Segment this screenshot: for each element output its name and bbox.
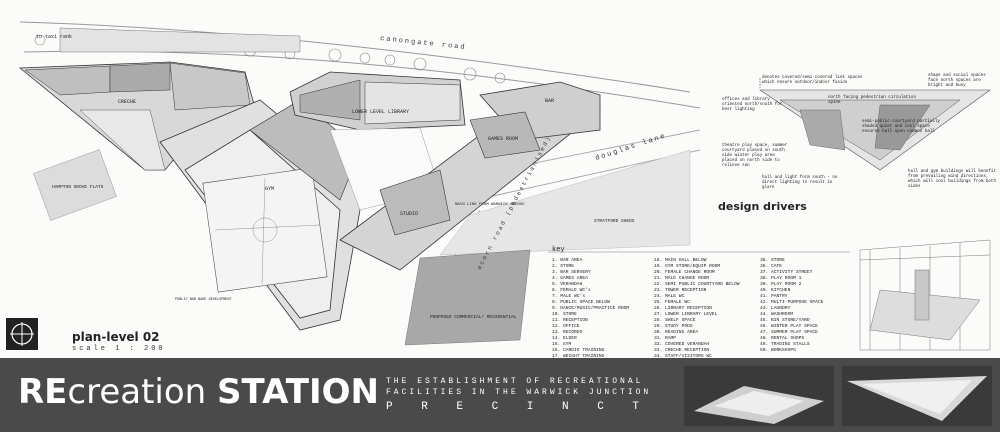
gym-label: GYM [265,186,274,192]
driver-note-1: denotes covered/semi-covered link spaces… [762,76,863,85]
key-item: 10. STORE [552,312,577,317]
key-item: 29. STUDY PODS [654,324,693,329]
key-item: 49. TRADING STALLS [760,342,810,347]
perspective-sketch [859,239,991,351]
title-station: STATION [217,372,379,412]
subtitle-line-2: FACILITIES IN THE WARWICK JUNCTION [386,388,652,397]
key-item: 1. BAR AREA [552,258,583,263]
aerial-render-2 [842,366,992,426]
studio-label: STUDIO [400,211,418,217]
key-item: 47. SUMMER PLAY SPACE [760,330,818,335]
key-item: 45. BIN STORE/YARD [760,318,810,323]
key-item: 15. GYM [552,342,572,347]
canongate-road-label: canongate road [380,35,467,52]
bar-label: BAR [545,98,554,104]
project-subtitle: THE ESTABLISHMENT OF RECREATIONAL FACILI… [386,376,651,413]
public-bar-label: PUBLIC BAR BASE DEVELOPMENT [175,298,232,302]
key-item: 40. KITCHEN [760,288,791,293]
key-item: 34. STAFF/VISITORS WC [654,354,712,359]
project-title: REcreation STATION [18,372,379,412]
key-item: 35. STORE [760,258,785,263]
key-item: 20. FEMALE CHANGE ROOM [654,270,715,275]
key-item: 42. MULTI-PURPOSE SPACE [760,300,824,305]
tree-row [34,31,526,104]
key-item: 2. STORE [552,264,575,269]
key-item: 46. WINTER PLAY SPACE [760,324,818,329]
key-item: 22. SEMI PUBLIC COURTYARD BELOW [654,282,740,287]
aerial-render-1 [684,366,834,426]
douglas-lane-label: douglas lane [594,132,667,163]
key-item: 6. FEMALE WC's [552,288,591,293]
driver-note-7: hall and gym buildings will benefit from… [908,170,996,189]
hampton-grove-label: HAMPTON GROVE FLATS [52,184,104,190]
plan-scale: scale 1 : 200 [72,345,166,353]
key-item: 16. CARDIO TRAINING [552,348,605,353]
driver-note-3: theatre play space, summer courtyard pla… [722,144,788,168]
key-item: 32. COVERED VERANDAH [654,342,710,347]
key-item: 3. BAR SERVERY [552,270,591,275]
key-title: key [552,246,565,254]
key-item: 18. MAIN HALL BELOW [654,258,707,263]
key-item: 39. PLAY ROOM 2 [760,282,802,287]
key-item: 50. WORKSHOPS [760,348,796,353]
subtitle-line-3: P R E C I N C T [386,401,651,413]
title-creation: creation [67,372,218,412]
key-item: 28. SHELF SPACE [654,318,696,323]
subtitle-line-1: THE ESTABLISHMENT OF RECREATIONAL [386,377,644,386]
driver-note-2: offices and library oriented north/south… [722,98,783,112]
key-item: 13. RECORDS [552,330,583,335]
driver-note-8: north facing pedestrian circulation spin… [828,96,916,105]
key-item: 7. MALE WC's [552,294,586,299]
key-item: 24. MALE WC [654,294,685,299]
games-room-label: GAMES ROOM [488,136,518,142]
title-re: RE [18,372,68,412]
taxi-rank-label: to taxi rank [36,34,72,40]
stratford-label: STRATFORD SHEDS [594,218,635,224]
key-item: 37. ACTIVITY STREET [760,270,813,275]
key-item: 21. MALE CHANGE ROOM [654,276,710,281]
plan-title: plan-level 02 [72,330,160,344]
design-drivers-diagram [759,78,991,171]
key-item: 17. WEIGHT TRAINING [552,354,605,359]
main-link-label: MAIN LINK FROM WARWICK AVENUE [455,203,525,207]
key-item: 25. FEMALE WC [654,300,690,305]
key-item: 19. GYM STORE/EQUIP ROOM [654,264,721,269]
key-item: 43. LAUNDRY [760,306,791,311]
key-item: 48. RENTAL SHOPS [760,336,805,341]
proposed-label: PROPOSED COMMERCIAL/ RESIDENTIAL [430,314,517,320]
key-item: 23. TOWER RECEPTION [654,288,707,293]
key-item: 4. GAMES AREA [552,276,588,281]
key-item: 44. WASHROOM [760,312,794,317]
key-item: 8. PUBLIC SPACE BELOW [552,300,610,305]
key-item: 27. LOWER LIBRARY LEVEL [654,312,718,317]
key-item: 33. CRECHE RECEPTION [654,348,710,353]
key-item: 38. PLAY ROOM 1 [760,276,802,281]
creche-label: CRECHE [118,99,136,105]
key-item: 12. OFFICE [552,324,580,329]
key-item: 31. RAMP [654,336,677,341]
north-point-icon [6,318,38,350]
key-item: 5. VERANDAH [552,282,583,287]
key-item: 9. DANCE/MUSIC/PRACTICE ROOM [552,306,630,311]
library-label: LOWER LEVEL LIBRARY [352,109,409,115]
key-item: 26. LIBRARY RECEPTION [654,306,712,311]
key-item: 11. RECEPTION [552,318,588,323]
driver-note-6: shape and social spaces face north space… [928,74,986,88]
key-item: 14. ELDER [552,336,577,341]
driver-note-4: semi-public courtyard partially shaded q… [862,120,940,134]
key-item: 36. CAFE [760,264,783,269]
design-drivers-title: design drivers [718,200,807,213]
driver-note-5: hall and light form south - no direct li… [762,176,838,190]
key-item: 30. READING AREA [654,330,699,335]
key-item: 41. PANTRY [760,294,788,299]
